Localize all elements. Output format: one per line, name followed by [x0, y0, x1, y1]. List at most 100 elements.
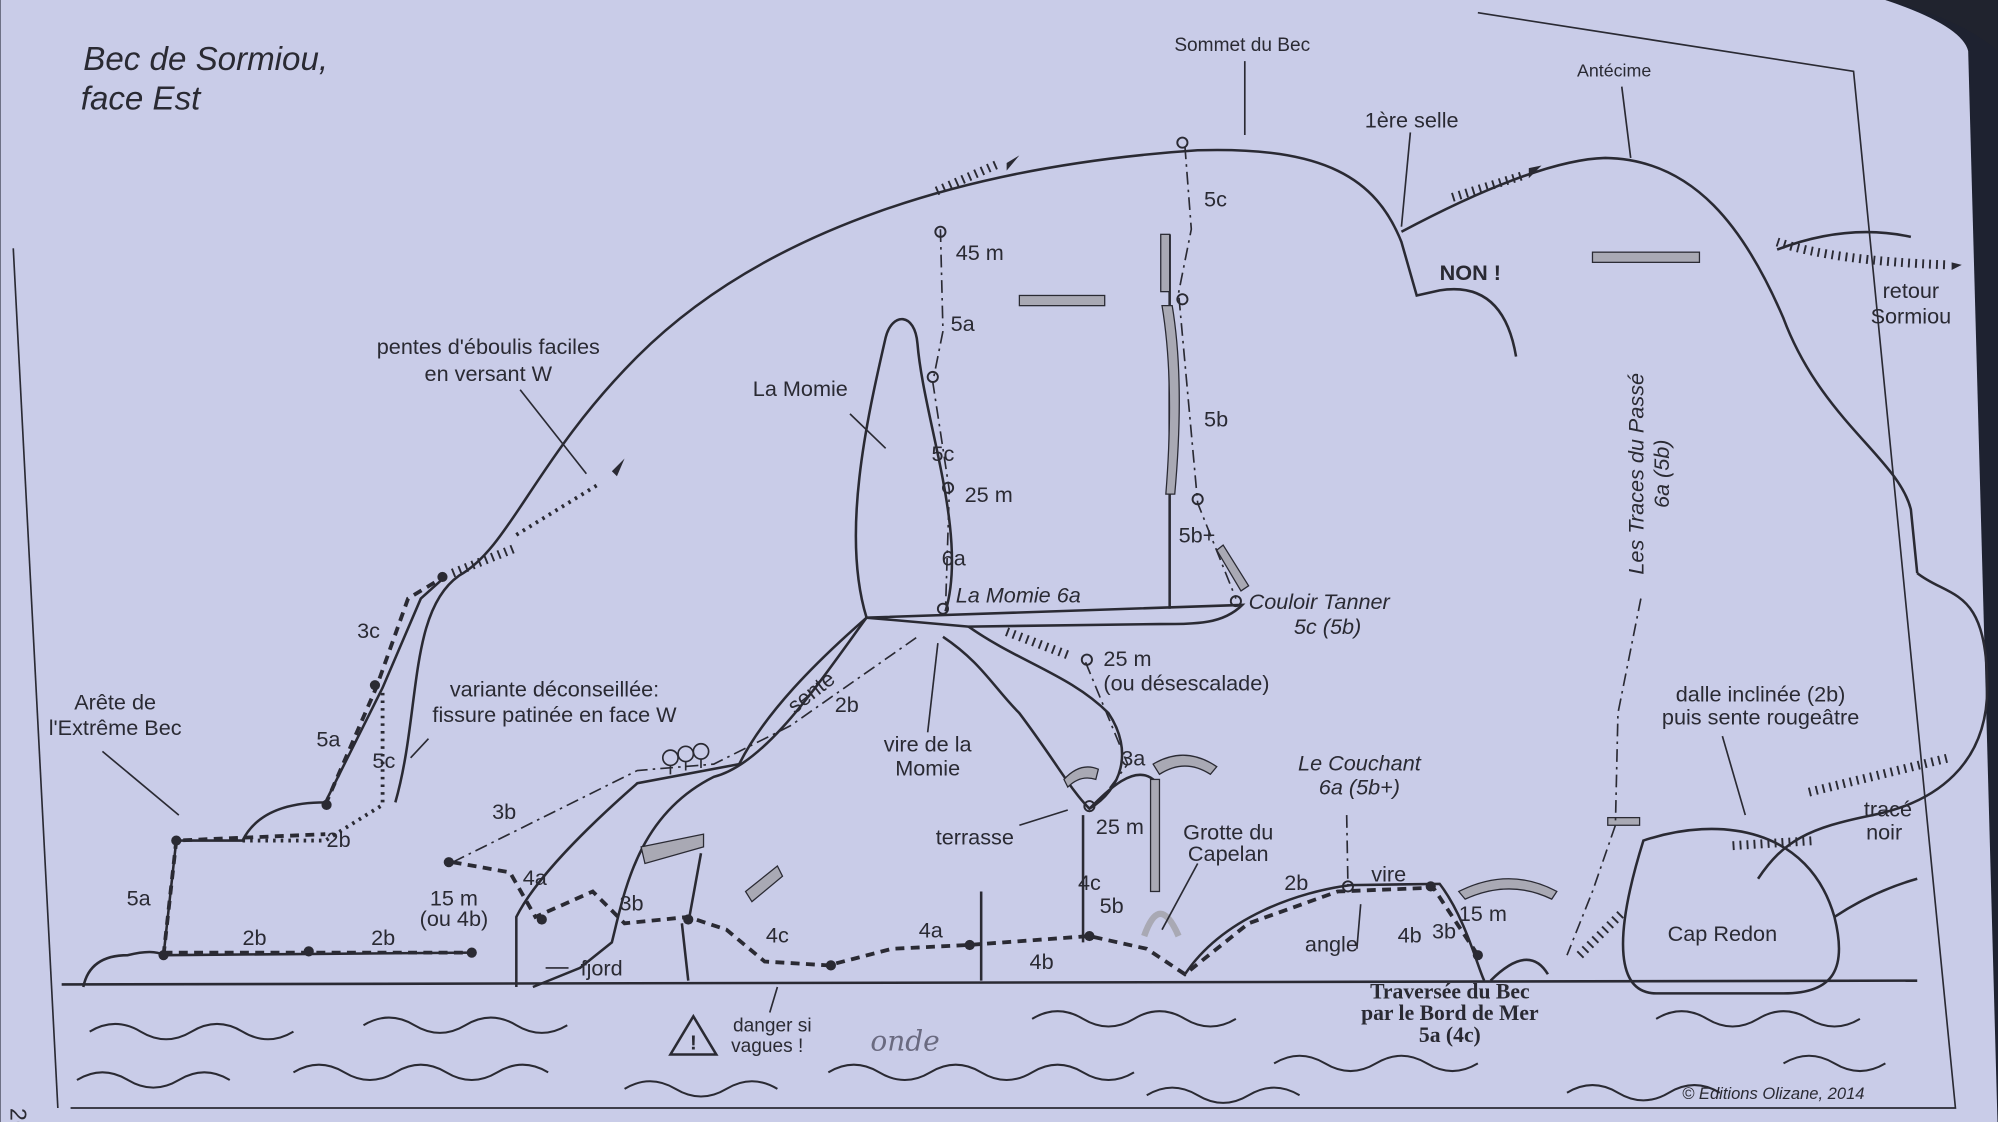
route-sente [452, 636, 918, 863]
bolt-points [158, 571, 1483, 971]
label-trace: tracé [1864, 796, 1912, 821]
label-cap-redon: Cap Redon [1668, 921, 1777, 946]
label-fjord: fjord [581, 956, 623, 981]
sea-line [61, 979, 1918, 986]
momie-pillar [854, 317, 954, 619]
grade: 5c [932, 441, 955, 466]
grade: 3a [1121, 745, 1146, 770]
route-name-couloir-tanner: Couloir Tanner [1249, 589, 1391, 614]
frame [70, 11, 1957, 1109]
label-la-momie: La Momie [753, 376, 848, 401]
grade: 5a [127, 885, 152, 910]
grade: 2b [371, 925, 395, 950]
label-scree-1: pentes d'éboulis faciles [377, 334, 600, 359]
grade: (ou 4b) [420, 906, 489, 931]
warning-icon: ! [668, 1013, 719, 1056]
label-vire-momie-2: Momie [895, 756, 960, 781]
label-variante-1: variante déconseillée: [450, 677, 659, 702]
label-first-saddle: 1ère selle [1365, 107, 1459, 132]
label-arete-1: Arête de [74, 689, 156, 714]
label-non: NON ! [1440, 260, 1501, 285]
grade: 25 m [1096, 814, 1144, 839]
grade: 3b [1432, 919, 1456, 944]
trees-icon [661, 742, 710, 775]
route-name-traversee-1: Traversée du Bec [1370, 979, 1530, 1003]
grade: 4b [1398, 922, 1422, 947]
grade: 25 m [1103, 646, 1151, 671]
grade: 45 m [956, 240, 1004, 265]
frame-left [12, 248, 59, 1109]
handwritten-note: onde [870, 1025, 939, 1058]
copyright: © Editions Olizane, 2014 [1682, 1084, 1864, 1103]
grade: 25 m [965, 482, 1013, 507]
grade: 5b [1204, 407, 1228, 432]
route-name-le-couchant: Le Couchant [1298, 750, 1422, 775]
grade: 4a [523, 865, 548, 890]
grade: 5c [372, 748, 395, 773]
label-dalle-2: puis sente rougeâtre [1662, 705, 1859, 730]
label-dalle-1: dalle inclinée (2b) [1676, 682, 1846, 707]
belay-stations [926, 136, 1355, 893]
label-antecime: Antécime [1577, 60, 1651, 80]
diagram-title-line1: Bec de Sormiou, [83, 41, 328, 78]
grade: 5b+ [1179, 523, 1216, 548]
label-danger-2: vagues ! [731, 1036, 803, 1057]
route-le-couchant [1345, 815, 1349, 887]
route-grade-couloir-tanner: 5c (5b) [1294, 614, 1361, 639]
grade: 5c [1204, 186, 1227, 211]
grade-labels: 45 m 5a 5c 25 m 6a 5c 5b 5b+ 25 m (ou dé… [127, 186, 1507, 974]
grade: 2b [1284, 870, 1308, 895]
label-variante-2: fissure patinée en face W [432, 702, 677, 727]
grade: 4b [1030, 949, 1054, 974]
grade: 3c [357, 618, 380, 643]
grade: 3b [619, 891, 643, 916]
label-grotte-1: Grotte du [1183, 819, 1273, 844]
label-vire-momie-1: vire de la [884, 731, 973, 756]
grade: 4c [766, 922, 789, 947]
label-angle: angle [1305, 931, 1358, 956]
ridge-outline [394, 148, 1518, 803]
label-terrasse: terrasse [936, 824, 1014, 849]
rope-bar [1018, 294, 1106, 307]
grade: 2b [835, 692, 859, 717]
grade: 6a [942, 545, 967, 570]
route-name-traces-du-passe: Les Traces du Passé [1623, 373, 1648, 575]
grade: 3b [492, 799, 516, 824]
label-danger-1: danger si [733, 1016, 812, 1037]
label-grotte-2: Capelan [1188, 841, 1269, 866]
grade: 15 m [1459, 901, 1507, 926]
grade: 5b [1100, 893, 1124, 918]
label-summit: Sommet du Bec [1174, 35, 1310, 56]
route-name-traversee-2: par le Bord de Mer [1361, 1001, 1539, 1025]
route-name-la-momie: La Momie 6a [956, 582, 1081, 607]
grade: (ou désescalade) [1103, 670, 1269, 695]
grade: 4c [1078, 870, 1101, 895]
diagram-title-line2: face Est [81, 81, 202, 118]
route-grade-le-couchant: 6a (5b+) [1319, 775, 1400, 800]
label-scree-2: en versant W [425, 361, 553, 386]
grade: 4a [919, 917, 944, 942]
route-grade-traces-du-passe: 6a (5b) [1649, 439, 1674, 508]
grade: 2b [243, 925, 267, 950]
grade: 5a [316, 726, 341, 751]
route-couloir-tanner [1177, 146, 1237, 599]
ridge-east [1400, 156, 1919, 574]
rope-bar [1591, 251, 1701, 263]
label-retour: retour [1883, 278, 1940, 303]
vire-momie-ledge [866, 603, 1246, 628]
grade: 2b [327, 827, 351, 852]
page-number: 26 [6, 1108, 32, 1122]
svg-text:!: ! [690, 1032, 697, 1054]
route-grade-traversee: 5a (4c) [1419, 1023, 1481, 1047]
label-arete-2: l'Extrême Bec [49, 715, 182, 740]
label-sormiou: Sormiou [1871, 303, 1952, 328]
cap-redon-rock [1621, 827, 1841, 995]
label-vire: vire [1371, 861, 1406, 886]
pointer-arrows [101, 61, 1747, 1013]
route-traces-du-passe [1566, 598, 1642, 956]
waves [76, 1010, 1886, 1104]
grade: 15 m [430, 885, 478, 910]
